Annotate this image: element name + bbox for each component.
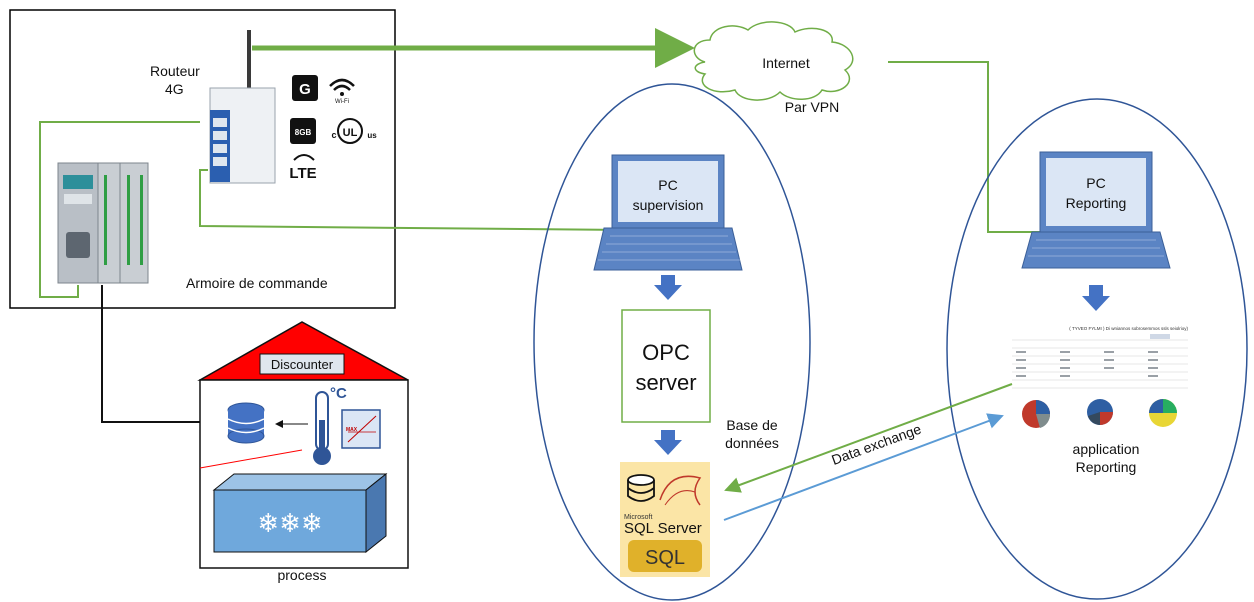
router-icon <box>209 30 276 184</box>
svg-text:c: c <box>331 130 336 140</box>
svg-text:( TYVEO FYLMI ) Di wniannos so: ( TYVEO FYLMI ) Di wniannos sobrosemmos … <box>1069 326 1188 331</box>
pc-reporting-line2: Reporting <box>1066 195 1127 211</box>
spec-badge-g: G <box>292 75 318 101</box>
freezer-icon <box>212 472 388 554</box>
app-reporting-line1: application <box>1073 441 1140 457</box>
router-supervision-link <box>199 169 629 231</box>
exchange-arrow-to-sql <box>724 383 1013 493</box>
laptop-supervision-icon <box>593 154 743 271</box>
router-label-line2: 4G <box>165 81 184 97</box>
lte-icon: LTE <box>289 154 317 182</box>
sql-server-logo: Microsoft SQL Server SQL <box>620 462 710 577</box>
plc-router-link <box>39 121 200 298</box>
pie-chart-icon <box>1149 399 1177 427</box>
internet-label: Internet <box>762 55 810 71</box>
down-arrow-icon <box>1082 285 1110 311</box>
thermometer-icon <box>313 391 331 465</box>
snowflake-icon: ❄❄❄ <box>257 508 322 538</box>
supervision-zone <box>533 83 811 601</box>
svg-text:UL: UL <box>343 127 358 139</box>
app-reporting-line2: Reporting <box>1076 459 1137 475</box>
reporting-zone <box>946 98 1248 600</box>
pie-chart-icon <box>1022 400 1051 428</box>
svg-text:Microsoft: Microsoft <box>624 514 652 521</box>
shop-sign-label: Discounter <box>271 357 334 372</box>
pie-chart-icon <box>1087 399 1113 425</box>
wifi-icon <box>329 78 355 96</box>
ul-certification-icon: UL c us <box>331 118 377 144</box>
router-label-line1: Routeur <box>150 63 200 79</box>
vpn-label: Par VPN <box>785 99 839 115</box>
pc-supervision-line1: PC <box>658 177 677 193</box>
plc-icon <box>57 162 149 284</box>
pc-supervision-line2: supervision <box>633 197 704 213</box>
laptop-reporting-icon <box>1021 151 1171 269</box>
svg-text:SQL Server: SQL Server <box>624 520 702 537</box>
svg-text:SQL: SQL <box>645 547 685 569</box>
down-arrow-icon <box>654 430 682 455</box>
svg-text:MAX: MAX <box>346 427 358 433</box>
database-icon <box>227 402 265 444</box>
temperature-unit-label: °C <box>330 385 347 402</box>
svg-text:LTE: LTE <box>289 165 316 182</box>
spec-badge-8gb: 8GB <box>290 118 316 144</box>
internet-cloud-icon <box>693 21 854 101</box>
svg-text:us: us <box>367 131 377 140</box>
cabinet-label: Armoire de commande <box>186 275 328 291</box>
data-exchange-label: Data exchange <box>829 421 923 468</box>
database-label-line2: données <box>725 435 779 451</box>
down-arrow-icon <box>654 275 682 300</box>
wifi-label: Wi-Fi <box>335 99 349 105</box>
threshold-line <box>199 449 303 469</box>
temperature-chart-icon: MAX <box>341 409 381 449</box>
database-label-line1: Base de <box>726 417 778 433</box>
pc-reporting-line1: PC <box>1086 175 1105 191</box>
process-label: process <box>277 567 326 583</box>
exchange-arrow-to-reporting <box>723 413 1004 521</box>
opc-server-line2: server <box>635 370 696 395</box>
opc-server-box <box>621 309 711 423</box>
shop-sign <box>259 353 345 375</box>
report-thumbnail: ( TYVEO FYLMI ) Di wniannos sobrosemmos … <box>1012 326 1188 389</box>
opc-server-line1: OPC <box>642 340 690 365</box>
svg-text:8GB: 8GB <box>295 128 312 137</box>
plc-process-link <box>101 285 200 423</box>
svg-text:G: G <box>299 81 311 98</box>
